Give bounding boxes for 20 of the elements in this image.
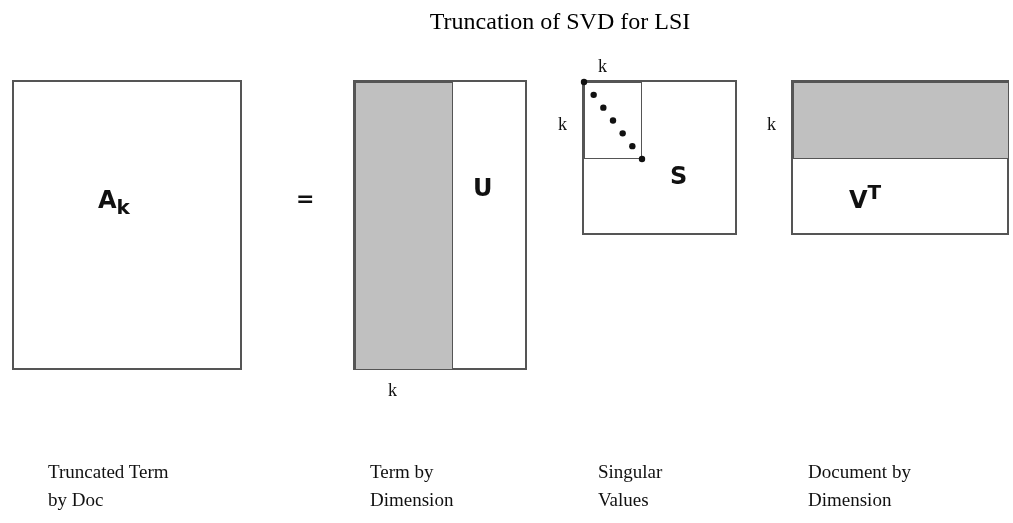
matrix-box: [791, 80, 1009, 235]
matrix-label: V$^{T}$: [849, 180, 882, 214]
caption: Truncated Term by Doc: [48, 460, 170, 512]
shaded-block: [793, 82, 1009, 159]
matrix-label: S: [670, 162, 688, 190]
matrix-box: [12, 80, 242, 370]
title: Truncation of SVD for LSI: [428, 8, 692, 35]
dimension-label: k: [767, 114, 776, 135]
matrix-label: U: [473, 174, 493, 202]
caption: Term by Dimension: [370, 460, 455, 512]
dimension-label: k: [558, 114, 567, 135]
shaded-block: [355, 82, 453, 370]
dimension-label: k: [598, 56, 607, 77]
caption: Singular Values: [598, 460, 664, 512]
caption: Document by Dimension: [808, 460, 912, 512]
equals-sign: =: [296, 186, 315, 211]
dimension-label: k: [388, 380, 397, 401]
matrix-label: A$_{k}$: [98, 186, 130, 219]
matrix-box: [582, 80, 737, 235]
matrix-box: [353, 80, 527, 370]
